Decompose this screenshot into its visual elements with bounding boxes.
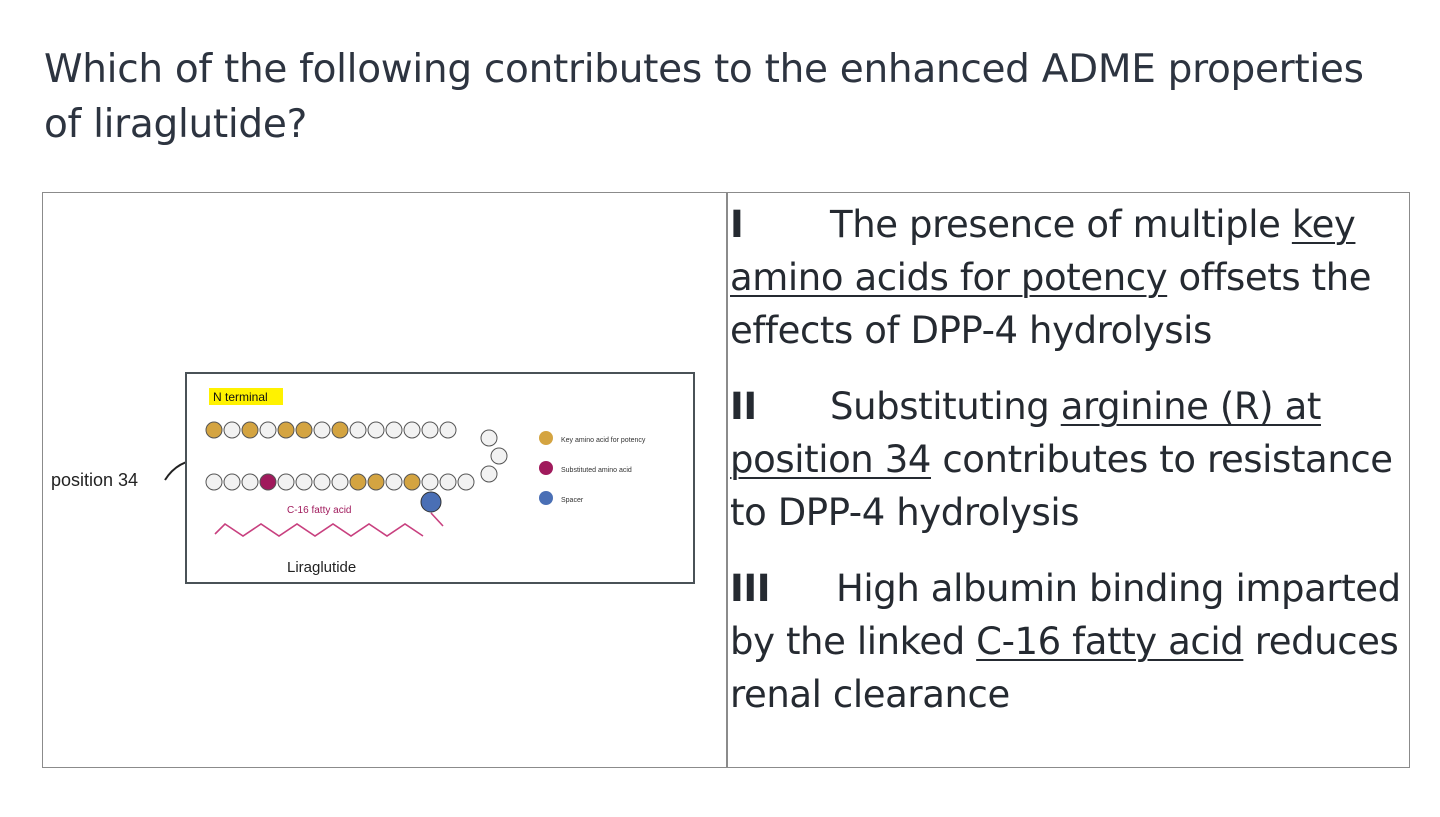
residue-bead bbox=[457, 473, 475, 491]
legend-spacer-dot bbox=[539, 491, 553, 505]
residue-bead bbox=[331, 473, 349, 491]
residue-bead bbox=[277, 473, 295, 491]
statement-ii: II Substituting arginine (R) at position … bbox=[730, 380, 1406, 539]
residue-bead bbox=[480, 465, 498, 483]
statement-i: I The presence of multiple key amino acid… bbox=[730, 198, 1406, 357]
n-terminal-highlight bbox=[209, 388, 283, 405]
liraglutide-diagram: N terminal C-16 fatty acid Liraglutide K… bbox=[205, 388, 646, 576]
statement-text: offsets the effects of DPP-4 hydrolysis bbox=[730, 256, 1372, 352]
residue-bead bbox=[313, 421, 331, 439]
question-line-1: Which of the following contributes to th… bbox=[44, 47, 1364, 92]
legend-substituted-dot bbox=[539, 461, 553, 475]
residue-bead bbox=[403, 421, 421, 439]
statement-text: reduces renal clearance bbox=[730, 620, 1399, 716]
spacer-residue bbox=[420, 491, 442, 513]
legend-substituted-label: Substituted amino acid bbox=[561, 467, 632, 474]
top-residue-row bbox=[205, 421, 457, 439]
statement-underlined: key amino acids for potency bbox=[730, 203, 1356, 299]
liraglutide-figure: N terminal C-16 fatty acid Liraglutide K… bbox=[185, 372, 695, 584]
statement-underlined: arginine (R) at position 34 bbox=[730, 385, 1321, 481]
table-divider bbox=[726, 192, 728, 768]
residue-bead bbox=[259, 473, 277, 491]
statement-numeral: II bbox=[730, 385, 757, 428]
legend-spacer-label: Spacer bbox=[561, 497, 584, 504]
residue-bead bbox=[385, 473, 403, 491]
position-34-label: position 34 bbox=[51, 470, 139, 490]
residue-bead bbox=[439, 421, 457, 439]
statement-text: Substituting bbox=[830, 385, 1061, 428]
residue-bead bbox=[349, 473, 367, 491]
statement-text: The presence of multiple bbox=[830, 203, 1292, 246]
residue-bead bbox=[295, 421, 313, 439]
residue-bead bbox=[367, 421, 385, 439]
residue-bead bbox=[241, 421, 259, 439]
residue-bead bbox=[439, 473, 457, 491]
fatty-acid-chain bbox=[214, 522, 424, 537]
residue-bead bbox=[205, 473, 223, 491]
legend: Key amino acid for potency Substituted a… bbox=[539, 431, 646, 505]
fatty-acid-label: C-16 fatty acid bbox=[287, 505, 351, 516]
residue-bead bbox=[421, 473, 439, 491]
residue-bead bbox=[205, 421, 223, 439]
spacer-link bbox=[430, 512, 444, 527]
statement-numeral: I bbox=[730, 203, 744, 246]
residue-bead bbox=[403, 473, 421, 491]
residue-bead bbox=[367, 473, 385, 491]
residue-bead bbox=[349, 421, 367, 439]
residue-bead bbox=[241, 473, 259, 491]
residue-bead bbox=[223, 421, 241, 439]
residue-bead bbox=[295, 473, 313, 491]
residue-bead bbox=[313, 473, 331, 491]
residue-bead bbox=[259, 421, 277, 439]
residue-bead bbox=[277, 421, 295, 439]
figure-caption: Liraglutide bbox=[287, 559, 356, 576]
statement-text: contributes to resistance to DPP-4 hydro… bbox=[730, 438, 1393, 534]
residue-bead bbox=[480, 429, 498, 447]
residue-bead bbox=[385, 421, 403, 439]
n-terminal-label: N terminal bbox=[213, 390, 268, 404]
legend-key-label: Key amino acid for potency bbox=[561, 437, 646, 444]
statements-list: I The presence of multiple key amino acid… bbox=[730, 198, 1406, 744]
residue-bead bbox=[223, 473, 241, 491]
residue-bead bbox=[331, 421, 349, 439]
bottom-residue-row bbox=[205, 473, 475, 491]
turn-residues bbox=[480, 429, 508, 483]
legend-key-dot bbox=[539, 431, 553, 445]
question-text: Which of the following contributes to th… bbox=[44, 42, 1414, 152]
residue-bead bbox=[490, 447, 508, 465]
statement-text: High albumin binding imparted by the lin… bbox=[730, 567, 1401, 663]
question-line-2: of liraglutide? bbox=[44, 102, 307, 147]
statement-numeral: III bbox=[730, 567, 771, 610]
statement-underlined: C-16 fatty acid bbox=[976, 620, 1244, 663]
residue-bead bbox=[421, 421, 439, 439]
